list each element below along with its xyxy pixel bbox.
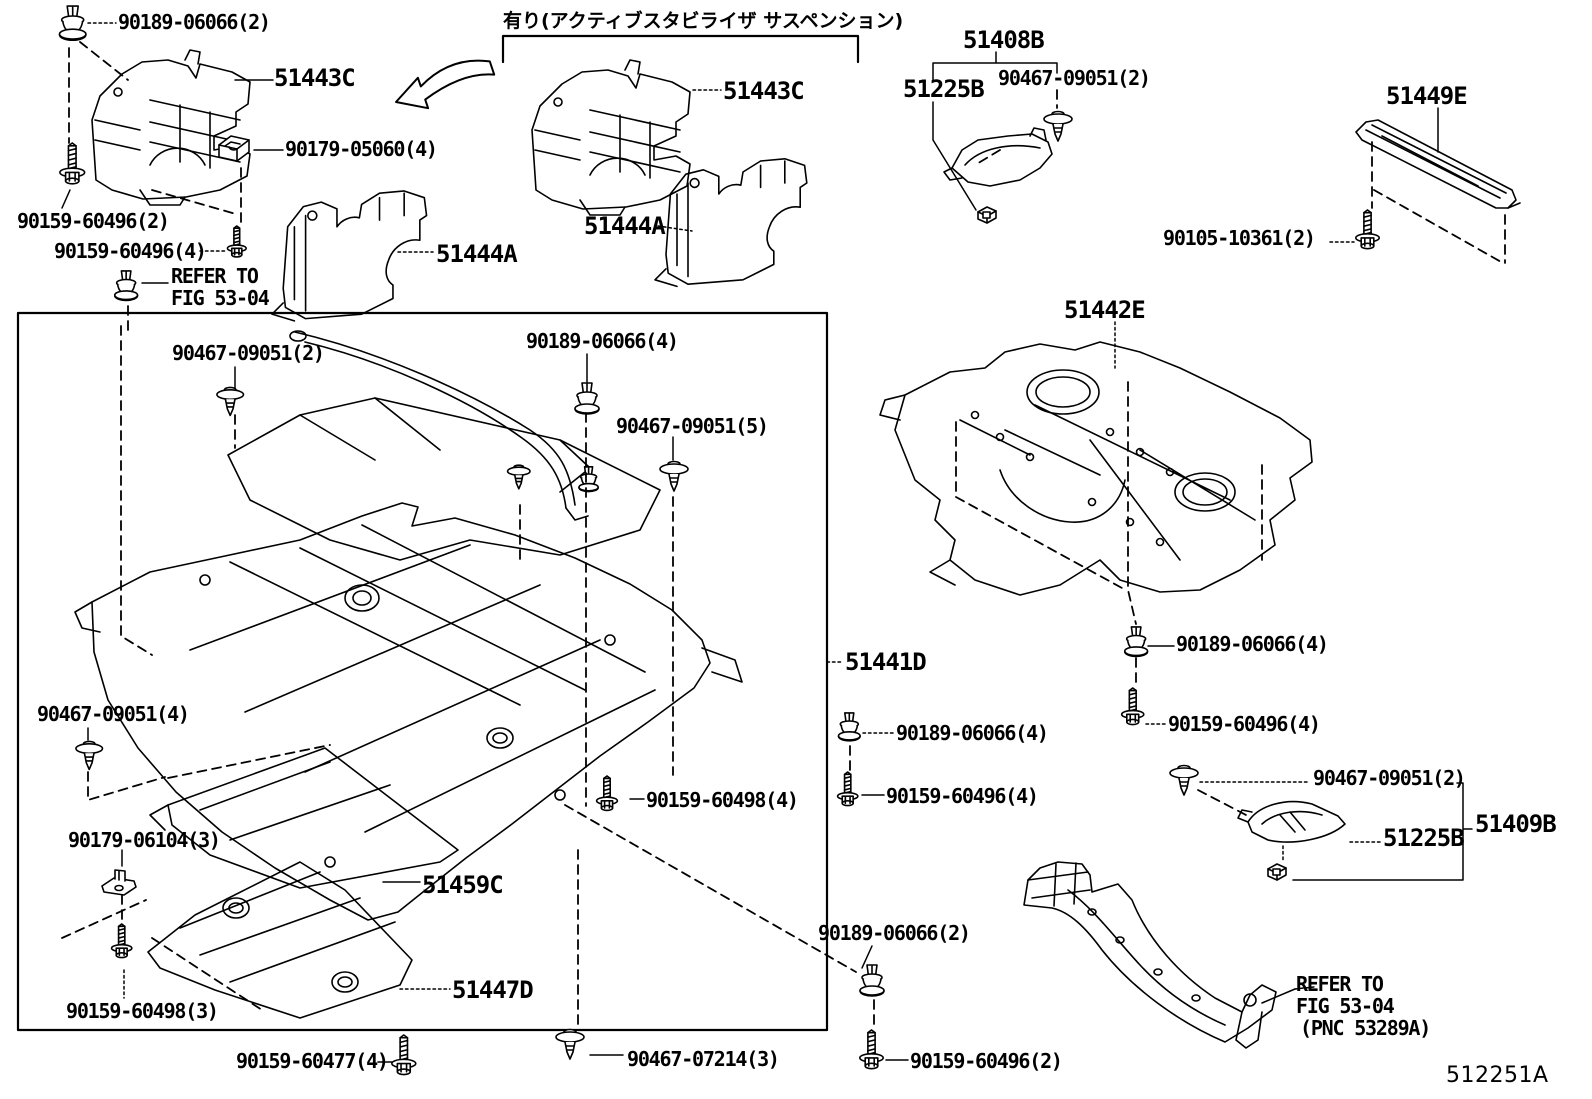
projection-lines bbox=[62, 42, 1505, 1028]
fastener-number-label: 90189-06066(4) bbox=[1176, 632, 1329, 656]
part-number-label-51409b: 51409B bbox=[1475, 810, 1557, 838]
part-number-label-51443c: 51443C bbox=[274, 64, 356, 92]
stabilizer-brace-drawing bbox=[290, 331, 588, 520]
bolt-icon bbox=[1355, 209, 1380, 250]
bolt-icon bbox=[110, 923, 133, 959]
fastener-number-label: 90189-06066(4) bbox=[896, 721, 1049, 745]
fastener-number-label: 90159-60496(4) bbox=[54, 239, 207, 263]
direction-arrow-icon bbox=[396, 61, 494, 109]
fastener-number-label: 90189-06066(2) bbox=[818, 921, 971, 945]
front-spoiler-drawing bbox=[1024, 862, 1276, 1048]
fastener-number-label: 90159-60496(2) bbox=[910, 1049, 1063, 1073]
clamp-icon bbox=[101, 869, 137, 896]
fastener-number-label: 90159-60496(4) bbox=[886, 784, 1039, 808]
rivet-clip-icon bbox=[1123, 626, 1149, 658]
fastener-number-label: 90105-10361(2) bbox=[1163, 226, 1316, 250]
bolt-icon bbox=[59, 142, 86, 185]
fastener-number-label: 90189-06066(2) bbox=[118, 10, 271, 34]
nut-clip-icon bbox=[1267, 863, 1287, 881]
rivet-clip-icon bbox=[578, 466, 599, 493]
part-51449e-drawing bbox=[1356, 120, 1520, 208]
dotted-leaders bbox=[88, 23, 1380, 998]
refer-note-line: (PNC 53289A) bbox=[1300, 1016, 1431, 1040]
part-number-label-51449e: 51449E bbox=[1386, 82, 1468, 110]
fastener-number-label: 90467-09051(5) bbox=[616, 414, 769, 438]
figure-code: 512251A bbox=[1446, 1063, 1549, 1088]
bolt-icon bbox=[859, 1029, 884, 1070]
fastener-number-label: 90467-09051(4) bbox=[37, 702, 190, 726]
rivet-clip-icon bbox=[837, 712, 861, 742]
part-51442e-drawing bbox=[880, 342, 1312, 595]
refer-note-line: FIG 53-04 bbox=[171, 286, 270, 310]
part-51459c-drawing bbox=[150, 748, 458, 888]
part-number-label-51225b: 51225B bbox=[1383, 824, 1465, 852]
leader-lines bbox=[62, 52, 1472, 1062]
fastener-number-label: 90159-60496(4) bbox=[1168, 712, 1321, 736]
push-pin-icon bbox=[75, 740, 104, 771]
main-assembly-box bbox=[18, 313, 827, 1030]
bolt-icon bbox=[836, 771, 859, 807]
stabilizer-suspension-note: 有り(アクティブスタビライザ サスペンション) bbox=[503, 10, 904, 32]
part-number-label-51225b: 51225B bbox=[903, 75, 985, 103]
part-51408b-drawing bbox=[944, 128, 1052, 186]
part-number-label-51443c: 51443C bbox=[723, 77, 805, 105]
refer-note-line: FIG 53-04 bbox=[1296, 994, 1395, 1018]
fastener-number-label: 90159-60498(4) bbox=[646, 788, 799, 812]
fastener-number-label: 90467-09051(2) bbox=[172, 341, 325, 365]
nut-clip-icon bbox=[977, 206, 997, 224]
push-pin-icon bbox=[659, 460, 689, 492]
rivet-clip-icon bbox=[58, 5, 87, 42]
push-pin-icon bbox=[555, 1028, 585, 1060]
part-number-label-51441d: 51441D bbox=[845, 648, 927, 676]
part-51225b-drawing bbox=[1238, 802, 1345, 842]
fastener-number-label: 90189-06066(4) bbox=[526, 329, 679, 353]
fastener-number-label: 90467-07214(3) bbox=[627, 1047, 780, 1071]
push-pin-icon bbox=[216, 386, 245, 417]
bolt-icon bbox=[226, 225, 247, 258]
part-51447d-drawing bbox=[148, 862, 412, 1018]
part-number-label-51459c: 51459C bbox=[422, 871, 504, 899]
part-number-label-51444a: 51444A bbox=[436, 240, 518, 268]
rivet-clip-icon bbox=[859, 964, 885, 997]
refer-note-line: REFER TO bbox=[1296, 972, 1384, 996]
fastener-number-label: 90467-09051(2) bbox=[998, 66, 1151, 90]
push-pin-icon bbox=[1043, 110, 1073, 142]
part-number-label-51408b: 51408B bbox=[963, 26, 1045, 54]
stabilizer-note-bracket bbox=[503, 36, 858, 62]
part-51444a-drawing-2 bbox=[654, 157, 808, 288]
part-51444a-drawing-1 bbox=[271, 190, 428, 322]
bolt-icon bbox=[1121, 687, 1145, 726]
fastener-number-label: 90159-60496(2) bbox=[17, 209, 170, 233]
part-51443c-drawing-2 bbox=[531, 59, 691, 216]
refer-note-line: REFER TO bbox=[171, 264, 259, 288]
fastener-number-label: 90179-05060(4) bbox=[285, 137, 438, 161]
fastener-number-label: 90467-09051(2) bbox=[1313, 766, 1466, 790]
fastener-number-label: 90159-60477(4) bbox=[236, 1049, 389, 1073]
part-51443c-drawing-1 bbox=[91, 49, 251, 206]
part-number-label-51442e: 51442E bbox=[1064, 296, 1146, 324]
push-pin-icon bbox=[1169, 764, 1199, 796]
part-51441d-drawing bbox=[75, 503, 742, 920]
fastener-number-label: 90179-06104(3) bbox=[68, 828, 221, 852]
u-nut-icon bbox=[218, 135, 250, 162]
bolt-icon bbox=[595, 775, 619, 812]
fastener-number-label: 90159-60498(3) bbox=[66, 999, 219, 1023]
bolt-icon bbox=[391, 1034, 417, 1076]
push-pin-icon bbox=[506, 464, 531, 490]
rivet-clip-icon bbox=[113, 270, 139, 302]
rivet-clip-icon bbox=[574, 382, 600, 415]
part-number-label-51447d: 51447D bbox=[452, 976, 534, 1004]
fastener-icons bbox=[58, 5, 1380, 1076]
part-number-label-51444a: 51444A bbox=[584, 212, 666, 240]
